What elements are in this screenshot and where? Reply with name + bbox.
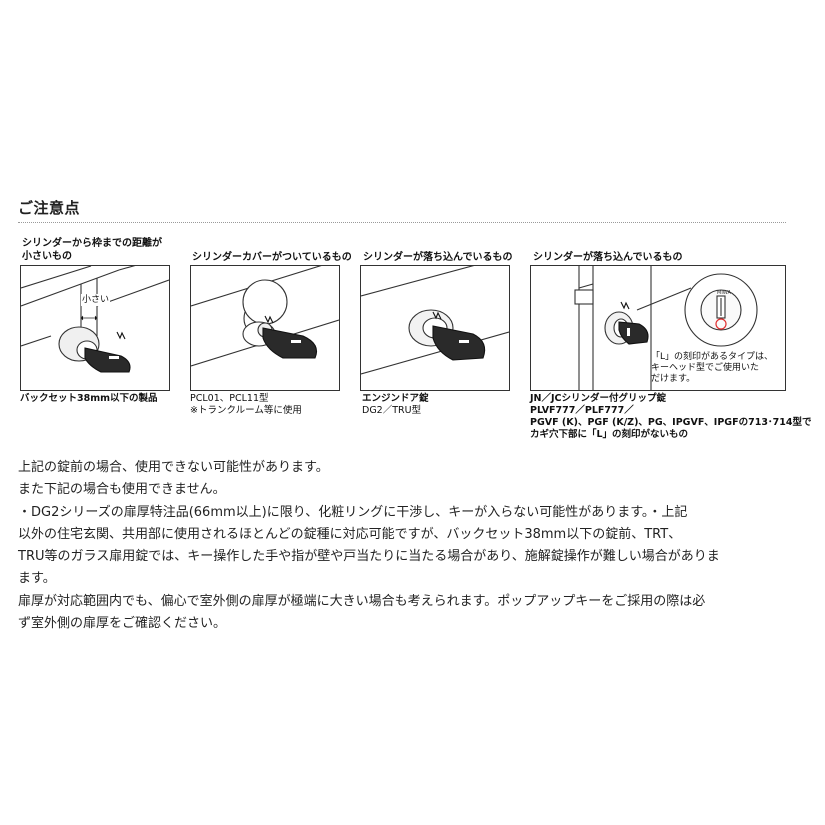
panel-4-caption: シリンダーが落ち込んでいるもの (533, 252, 683, 263)
section-title: ご注意点 (18, 199, 81, 217)
body-line: 扉厚が対応範囲内でも、偏心で室外側の扉厚が極端に大きい場合も考えられます。ポップ… (18, 593, 706, 609)
door-frame-illustration (21, 266, 169, 373)
panel-1-callout: 小さい (81, 294, 111, 306)
section-divider (18, 222, 786, 223)
panel-2-caption: シリンダーカバーがついているもの (192, 252, 352, 263)
body-line: ます。 (18, 571, 56, 587)
panel-4-illustration: MIWA 「L」の刻印があるタイプは、 キーヘッド型でご使用いた だけます。 (530, 265, 786, 391)
cylinder-cover-illustration (191, 266, 339, 367)
panel-4-note: JN／JCシリンダー付グリップ錠 PLVF777／PLF777／ PGVF (K… (530, 393, 812, 440)
grip-lock-illustration: MIWA (574, 266, 758, 390)
panel-3-illustration (360, 265, 510, 391)
panel-2-note: PCL01、PCL11型 ※トランクルーム等に使用 (190, 393, 302, 416)
body-line: ・DG2シリーズの扉厚特注品(66mm以上)に限り、化粧リングに干渉し、キーが入… (18, 504, 688, 520)
body-line: ず室外側の扉厚をご確認ください。 (18, 616, 227, 632)
panel-1-note: バックセット38mm以下の製品 (20, 393, 158, 404)
panel-1-illustration: 小さい (20, 265, 170, 391)
body-line: TRU等のガラス扉用錠では、キー操作した手や指が壁や戸当たりに当たる場合があり、… (18, 549, 720, 565)
body-line: また下記の場合も使用できません。 (18, 482, 226, 498)
body-line: 上記の錠前の場合、使用できない可能性があります。 (18, 460, 329, 475)
panel-4-inset-note: 「L」の刻印があるタイプは、 キーヘッド型でご使用いた だけます。 (651, 352, 774, 384)
body-line: 以外の住宅玄関、共用部に使用されるほとんどの錠種に対応可能ですが、バックセット3… (18, 526, 682, 542)
panel-1-caption: シリンダーから枠までの距離が 小さいもの (22, 238, 162, 262)
panel-3-caption: シリンダーが落ち込んでいるもの (363, 252, 513, 263)
svg-text:MIWA: MIWA (717, 290, 731, 296)
panel-3-note: エンジンドア錠 DG2／TRU型 (362, 393, 429, 416)
notice-body: 上記の錠前の場合、使用できない可能性があります。 また下記の場合も使用できません… (18, 457, 788, 635)
recessed-cylinder-illustration (361, 266, 509, 375)
panel-2-illustration (190, 265, 340, 391)
